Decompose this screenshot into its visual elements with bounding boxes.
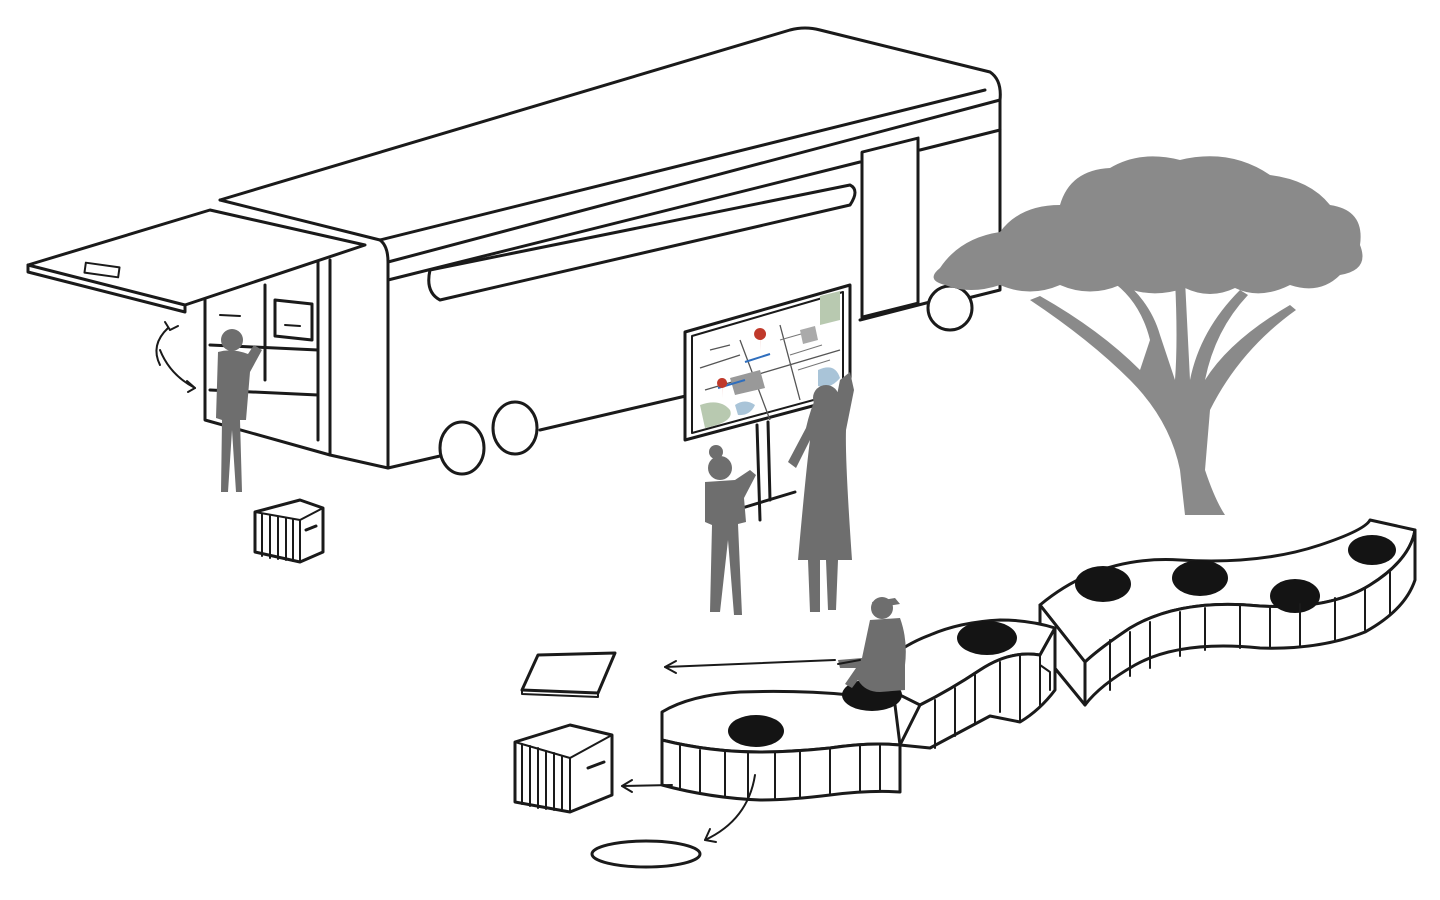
seat-hole [728,715,784,747]
arrow-to-tablet [664,659,836,668]
person-at-trailer [216,329,262,492]
seat-cushion-disc [590,839,702,869]
seat-hole [1172,560,1228,596]
map-pin-icon [717,378,728,398]
mobile-trailer [26,26,1002,476]
wheel [926,284,974,332]
rear-flap [26,208,367,314]
folded-stack-large [513,723,614,814]
tablet-board [520,651,617,698]
wheel [438,420,486,476]
folded-stack-small [253,498,325,564]
modular-bench [660,518,1417,802]
interactive-map-board [683,283,852,522]
arrow-to-stack [621,784,673,787]
map-pin-icon [754,328,767,352]
seat-hole [1270,579,1320,613]
swing-arrow [155,327,169,366]
seated-child [837,597,906,692]
seat-hole [957,621,1017,655]
seat-hole [1075,566,1131,602]
arrow-to-disc [704,774,756,841]
person-pointing-map [788,372,854,612]
person-with-bun [705,445,756,615]
acacia-tree [933,156,1363,515]
seat-hole [1348,535,1396,565]
side-door [860,136,920,319]
wheel [491,400,539,456]
